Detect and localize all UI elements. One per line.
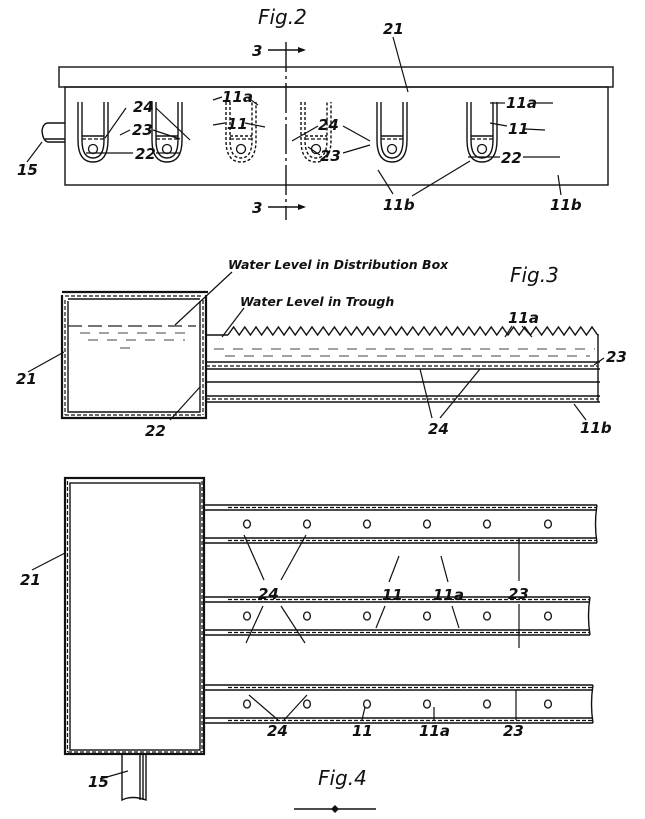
label-23: 23 [132,121,153,139]
hole-24 [484,700,491,708]
figure-3: Fig.3 Water Level in Distribution Box Wa… [16,257,627,440]
fig4-title: Fig.4 [318,766,367,790]
label-15: 15 [88,773,109,791]
figure-4: 21 15 24 11 11a 23 24 11 11a [20,478,597,813]
label-24: 24 [428,420,449,438]
label-11: 11 [508,120,529,138]
inlet-pipe [122,754,146,800]
label-21: 21 [20,571,41,589]
distribution-box-section [62,292,208,418]
hole-24 [244,520,251,528]
label-11a: 11a [222,88,253,106]
fig2-title: Fig.2 [258,5,307,29]
hole-24 [304,700,311,708]
trough-longitudinal-section [206,327,600,402]
trough-plan [204,685,593,723]
label-11a: 11a [419,722,450,740]
inlet-pipe [42,123,65,142]
annotation-water-level-box: Water Level in Distribution Box [228,257,449,272]
label-11a: 11a [508,309,539,327]
hole-24 [364,612,371,620]
break-line [592,685,594,723]
trough-plan [204,505,597,543]
label-11: 11 [352,722,373,740]
label-11b: 11b [383,196,415,214]
trough-cross-section [467,102,497,162]
section-label-top: 3 [252,42,262,60]
fig3-title: Fig.3 [510,263,559,287]
trough-cross-section [377,102,407,162]
hole-24 [244,612,251,620]
label-21: 21 [16,370,37,388]
fig4-leaders: 21 15 24 11 11a 23 24 11 11a [20,535,529,791]
label-23: 23 [508,585,529,603]
label-11b: 11b [580,419,612,437]
hole-24 [304,612,311,620]
break-line [596,505,598,543]
label-11b: 11b [550,196,582,214]
trough-plan-views [204,505,597,723]
hole-24 [424,612,431,620]
hole-24 [484,612,491,620]
distribution-box-plan [65,478,204,754]
label-11: 11 [227,115,248,133]
label-22: 22 [145,422,166,440]
opening-22 [388,145,397,154]
label-23: 23 [606,348,627,366]
hole-24 [484,520,491,528]
hole-24 [545,520,552,528]
figure-2: Fig.2 3 3 21 15 [17,5,613,220]
section-label-bottom: 3 [252,199,262,217]
label-24: 24 [318,116,339,134]
label-23: 23 [503,722,524,740]
label-21: 21 [383,20,404,38]
hole-24 [424,700,431,708]
label-24: 24 [133,98,154,116]
break-line [589,597,591,635]
hole-24 [364,520,371,528]
hole-24 [424,520,431,528]
box-lid [59,67,613,87]
opening-22 [163,145,172,154]
label-22: 22 [135,145,156,163]
hole-24 [304,520,311,528]
hole-24 [545,612,552,620]
label-11a: 11a [433,586,464,604]
annotation-water-level-trough: Water Level in Trough [240,294,394,309]
opening-22 [237,145,246,154]
label-15: 15 [17,161,38,179]
label-23: 23 [320,147,341,165]
label-24: 24 [267,722,288,740]
label-24: 24 [258,585,279,603]
arrow-right-icon [298,47,306,53]
opening-22 [89,145,98,154]
hole-24 [545,700,552,708]
label-11a: 11a [506,94,537,112]
scale-mark [294,805,376,813]
arrow-right-icon [298,204,306,210]
section-line-3-3: 3 3 [252,42,306,220]
label-22: 22 [501,149,522,167]
hole-24 [364,700,371,708]
label-11: 11 [382,586,403,604]
hole-24 [244,700,251,708]
opening-22 [478,145,487,154]
